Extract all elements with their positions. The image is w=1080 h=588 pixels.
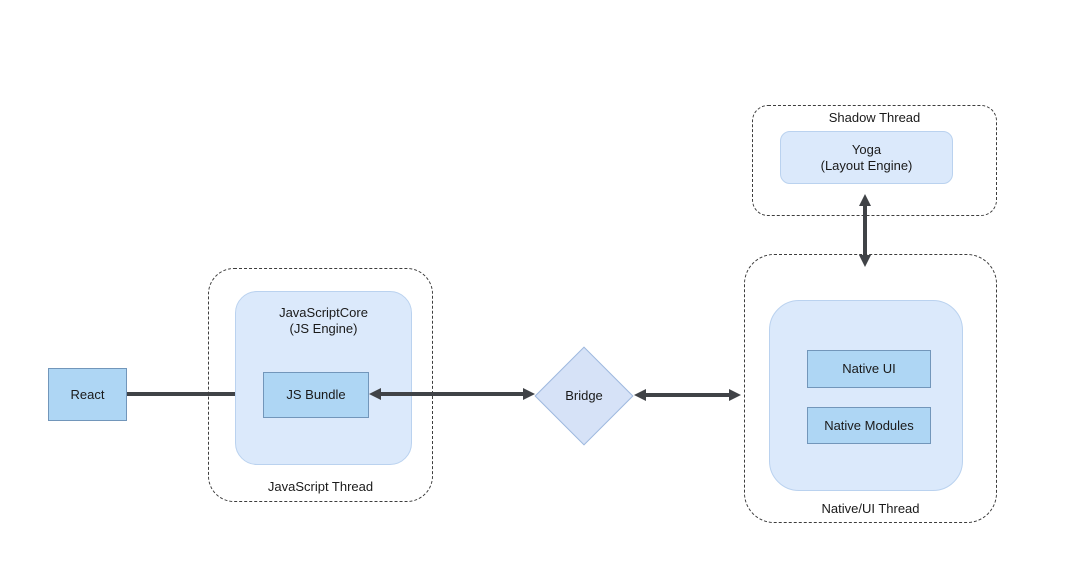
native-ui-node: Native UI xyxy=(807,350,931,388)
javascriptcore-label: JavaScriptCore (JS Engine) xyxy=(279,305,368,336)
arrowhead-up-icon xyxy=(859,194,871,206)
arrowhead-right-icon xyxy=(729,389,741,401)
native-ui-thread-group: Native/UI Thread xyxy=(744,254,997,523)
arrow-shaft xyxy=(381,392,523,396)
arrow-shaft xyxy=(127,392,251,396)
native-ui-thread-label: Native/UI Thread xyxy=(821,501,920,516)
shadow-thread-label: Shadow Thread xyxy=(828,110,921,125)
arrow-shaft xyxy=(863,206,867,255)
bridge-label: Bridge xyxy=(565,388,603,403)
arrow-shaft xyxy=(646,393,729,397)
native-modules-node: Native Modules xyxy=(807,407,931,444)
yoga-node: Yoga (Layout Engine) xyxy=(780,131,953,184)
js-bundle-node: JS Bundle xyxy=(263,372,369,418)
arrow-jsbundle-bridge xyxy=(369,388,535,400)
native-ui-label: Native UI xyxy=(842,361,896,376)
native-modules-label: Native Modules xyxy=(824,417,914,433)
react-node: React xyxy=(48,368,127,421)
native-container xyxy=(769,300,963,491)
yoga-label: Yoga (Layout Engine) xyxy=(820,141,913,173)
arrowhead-left-icon xyxy=(369,388,381,400)
arrowhead-right-icon xyxy=(523,388,535,400)
js-bundle-label: JS Bundle xyxy=(286,387,346,402)
arrowhead-left-icon xyxy=(634,389,646,401)
javascript-thread-label: JavaScript Thread xyxy=(267,479,374,494)
arrowhead-down-icon xyxy=(859,255,871,267)
shadow-thread-group: Shadow Thread xyxy=(752,105,997,216)
react-node-label: React xyxy=(70,386,105,402)
arrow-bridge-native xyxy=(634,389,741,401)
arrow-yoga-native xyxy=(859,194,871,267)
javascript-thread-group: JavaScript Thread xyxy=(208,268,433,502)
